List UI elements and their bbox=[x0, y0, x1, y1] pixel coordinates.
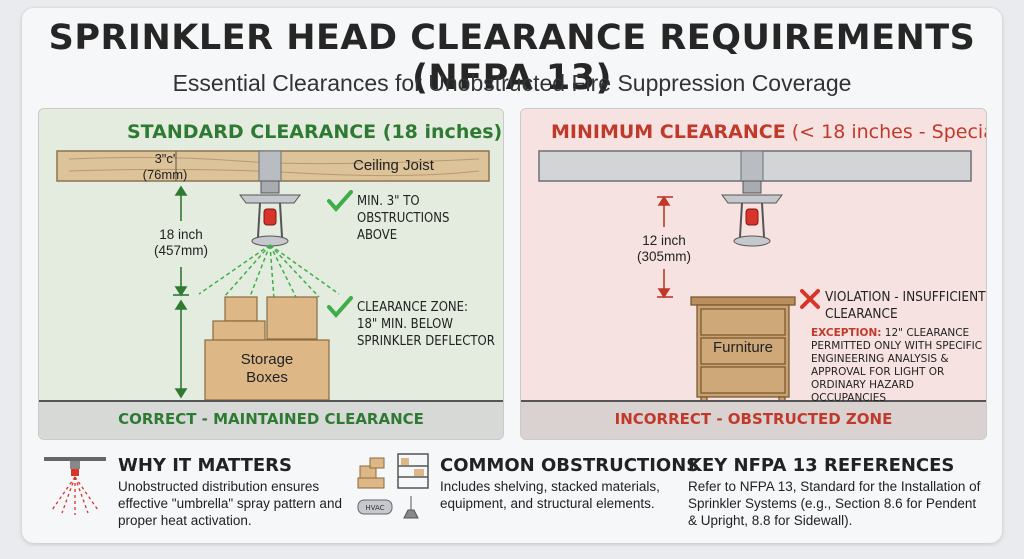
floor bbox=[39, 401, 503, 439]
side-dimension-label: 18 inch (457mm) bbox=[153, 227, 208, 258]
panel-title-minimum-sub: (< 18 inches - Special Cases) bbox=[791, 121, 986, 143]
storage-boxes-label: Storage Boxes bbox=[240, 351, 294, 386]
spray-pattern bbox=[198, 244, 340, 300]
sprinkler-head bbox=[721, 180, 783, 247]
exception-note: EXCEPTION: 12" CLEARANCE PERMITTED ONLY … bbox=[811, 327, 983, 405]
storage-boxes bbox=[204, 296, 330, 401]
common-obstructions-text: Includes shelving, stacked materials, eq… bbox=[440, 479, 660, 511]
ceiling-joist-label: Ceiling Joist bbox=[353, 157, 434, 174]
exception-label: EXCEPTION: bbox=[811, 327, 882, 339]
x-mark-icon bbox=[800, 289, 820, 309]
furniture-label: Furniture bbox=[712, 339, 774, 356]
side-dimension-label: 12 inch (305mm) bbox=[636, 233, 691, 264]
sprinkler-pipe bbox=[258, 150, 282, 182]
panel-title-minimum-main: MINIMUM CLEARANCE bbox=[551, 121, 786, 143]
why-it-matters-heading: WHY IT MATTERS bbox=[118, 455, 292, 476]
page-title: SPRINKLER HEAD CLEARANCE REQUIREMENTS (N… bbox=[48, 18, 976, 98]
check-icon bbox=[327, 190, 353, 213]
floor bbox=[521, 401, 986, 439]
violation-note: VIOLATION - INSUFFICIENT CLEARANCE bbox=[825, 289, 986, 322]
obstructions-icon: HVAC bbox=[357, 453, 429, 519]
minimum-clearance-diagram bbox=[521, 150, 986, 439]
references-heading: KEY NFPA 13 REFERENCES bbox=[688, 455, 955, 476]
exception-text: 12" CLEARANCE PERMITTED ONLY WITH SPECIF… bbox=[811, 327, 983, 404]
furniture-cabinet bbox=[690, 296, 796, 402]
sprinkler-head bbox=[239, 180, 301, 247]
panel-title-minimum: MINIMUM CLEARANCE (< 18 inches - Special… bbox=[551, 121, 986, 143]
hvac-label: HVAC bbox=[365, 504, 384, 512]
sprinkler-spray-icon bbox=[44, 457, 106, 515]
sprinkler-pipe bbox=[740, 150, 764, 182]
why-it-matters-text: Unobstructed distribution ensures effect… bbox=[118, 479, 342, 528]
obstructions-above-note: MIN. 3" TO OBSTRUCTIONS ABOVE bbox=[357, 194, 450, 243]
check-icon bbox=[327, 296, 353, 319]
correct-footer-label: CORRECT - MAINTAINED CLEARANCE bbox=[118, 410, 424, 428]
top-dimension-label: 3"c' (76mm) bbox=[142, 151, 188, 182]
incorrect-footer-label: INCORRECT - OBSTRUCTED ZONE bbox=[614, 410, 893, 428]
references-text: Refer to NFPA 13, Standard for the Insta… bbox=[688, 479, 981, 528]
clearance-zone-note: CLEARANCE ZONE: 18" MIN. BELOW SPRINKLER… bbox=[357, 300, 495, 349]
standard-clearance-panel: STANDARD CLEARANCE (18 inches) 3"c' (76m… bbox=[38, 108, 504, 440]
standard-clearance-diagram bbox=[39, 150, 503, 439]
panel-title-standard: STANDARD CLEARANCE (18 inches) bbox=[127, 121, 503, 143]
minimum-clearance-panel: MINIMUM CLEARANCE (< 18 inches - Special… bbox=[520, 108, 987, 440]
page-subtitle: Essential Clearances for Unobstructed Fi… bbox=[172, 70, 852, 96]
common-obstructions-heading: COMMON OBSTRUCTIONS bbox=[440, 455, 700, 476]
